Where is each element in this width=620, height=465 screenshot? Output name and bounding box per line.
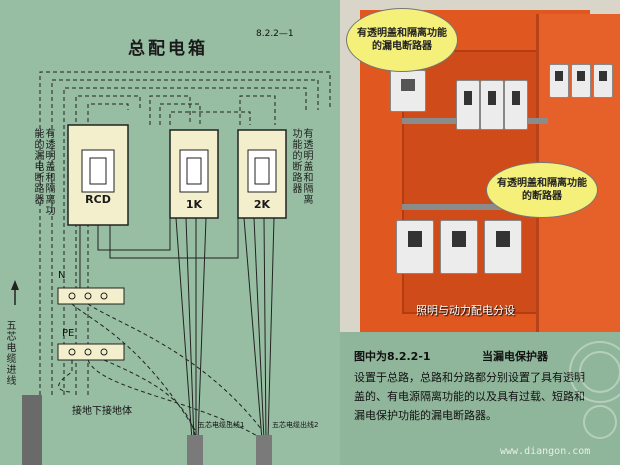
- description-body: 设置于总路，总路和分路都分别设置了具有透明盖的、有电源隔离功能的以及具有过载、短…: [354, 371, 585, 422]
- right-note: 有透明盖和隔离功能的断路器: [290, 128, 312, 205]
- lighting-rcd: [396, 220, 434, 274]
- ground-label: 接地下接地体: [72, 406, 132, 417]
- watermark: www.diangon.com: [500, 446, 591, 457]
- power-rcd-1: [440, 220, 478, 274]
- figure-ref: 图中为8.2.2-1: [354, 350, 431, 363]
- wiring-diagram: [11, 71, 331, 465]
- pe-label: PE: [62, 328, 75, 339]
- photo-caption: 照明与动力配电分设: [416, 304, 515, 317]
- outgoing-1-label: 五芯电缆出线1: [198, 421, 245, 429]
- breaker-1k-label: 1K: [185, 198, 203, 211]
- description-heading: 当漏电保护器: [482, 350, 548, 363]
- rcd-window: [81, 149, 115, 193]
- breaker-2k-label: 2K: [253, 198, 271, 211]
- figure-number: 8.2.2—1: [256, 29, 294, 39]
- dashed-wires: [39, 71, 331, 395]
- outgoing-cable-1: [187, 435, 203, 465]
- diagram-title: 总配电箱: [128, 39, 208, 59]
- n-label: N: [58, 270, 66, 281]
- callout-bubble-mid: 有透明盖和隔离功能的断路器: [486, 162, 598, 218]
- description-panel: 图中为8.2.2-1 当漏电保护器 设置于总路，总路和分路都分别设置了具有透明盖…: [340, 332, 620, 465]
- rcd-label: RCD: [85, 193, 111, 206]
- meter: [390, 70, 426, 112]
- incoming-label: 五芯电缆进线: [4, 320, 15, 386]
- outgoing-2-label: 五芯电缆出线2: [272, 421, 319, 429]
- outgoing-cable-2: [256, 435, 272, 465]
- incoming-cable: [22, 395, 42, 465]
- solid-wires: [79, 130, 275, 441]
- left-note: 有透明盖和隔离功能的漏电断路器: [32, 128, 54, 216]
- power-rcd-2: [484, 220, 522, 274]
- callout-bubble-top: 有透明盖和隔离功能的漏电断路器: [346, 8, 458, 72]
- decorative-pattern: [569, 341, 620, 439]
